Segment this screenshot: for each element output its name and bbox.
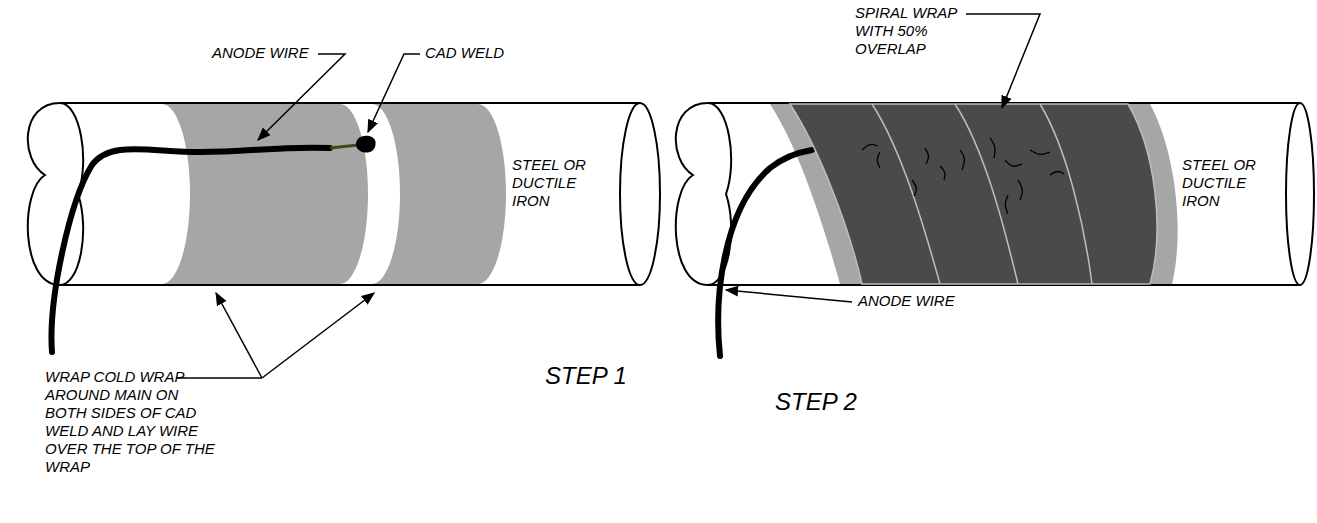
step-label: STEP 2 xyxy=(775,388,885,417)
pipe-step2 xyxy=(676,103,1314,285)
crack-mark xyxy=(1030,150,1050,154)
pipe-step1 xyxy=(28,103,660,285)
material-label: STEEL OR DUCTILE IRON xyxy=(512,156,598,210)
step-label: STEP 1 xyxy=(545,362,655,391)
crack-mark xyxy=(1005,160,1022,166)
crack-mark xyxy=(912,180,916,196)
crack-mark xyxy=(940,166,945,180)
wrap-overlap-lines xyxy=(872,104,1092,284)
cold-wrap-band xyxy=(372,104,506,284)
cad-weld xyxy=(356,136,376,153)
crack-mark xyxy=(862,144,878,150)
part-label: ANODE WIRE xyxy=(858,292,968,310)
crack-mark xyxy=(960,150,964,170)
crack-mark xyxy=(877,152,880,168)
crack-mark xyxy=(925,148,929,164)
anode-wire xyxy=(718,150,812,356)
crack-mark xyxy=(1018,180,1022,200)
spiral-wrap xyxy=(790,104,1157,284)
leader-lines xyxy=(176,14,1040,378)
crack-marks xyxy=(862,138,1064,214)
part-label: CAD WELD xyxy=(425,44,515,62)
material-label: STEEL OR DUCTILE IRON xyxy=(1182,156,1268,210)
crack-mark xyxy=(1050,171,1064,175)
crack-mark xyxy=(1005,195,1008,214)
wire-core xyxy=(330,145,358,148)
crack-mark xyxy=(990,138,995,158)
part-label: SPIRAL WRAP WITH 50% OVERLAP xyxy=(855,4,973,58)
anode-wire xyxy=(52,148,330,352)
instruction-note: WRAP COLD WRAP AROUND MAIN ON BOTH SIDES… xyxy=(45,368,217,476)
part-label: ANODE WIRE xyxy=(212,44,316,62)
cold-wrap-band xyxy=(162,104,368,284)
